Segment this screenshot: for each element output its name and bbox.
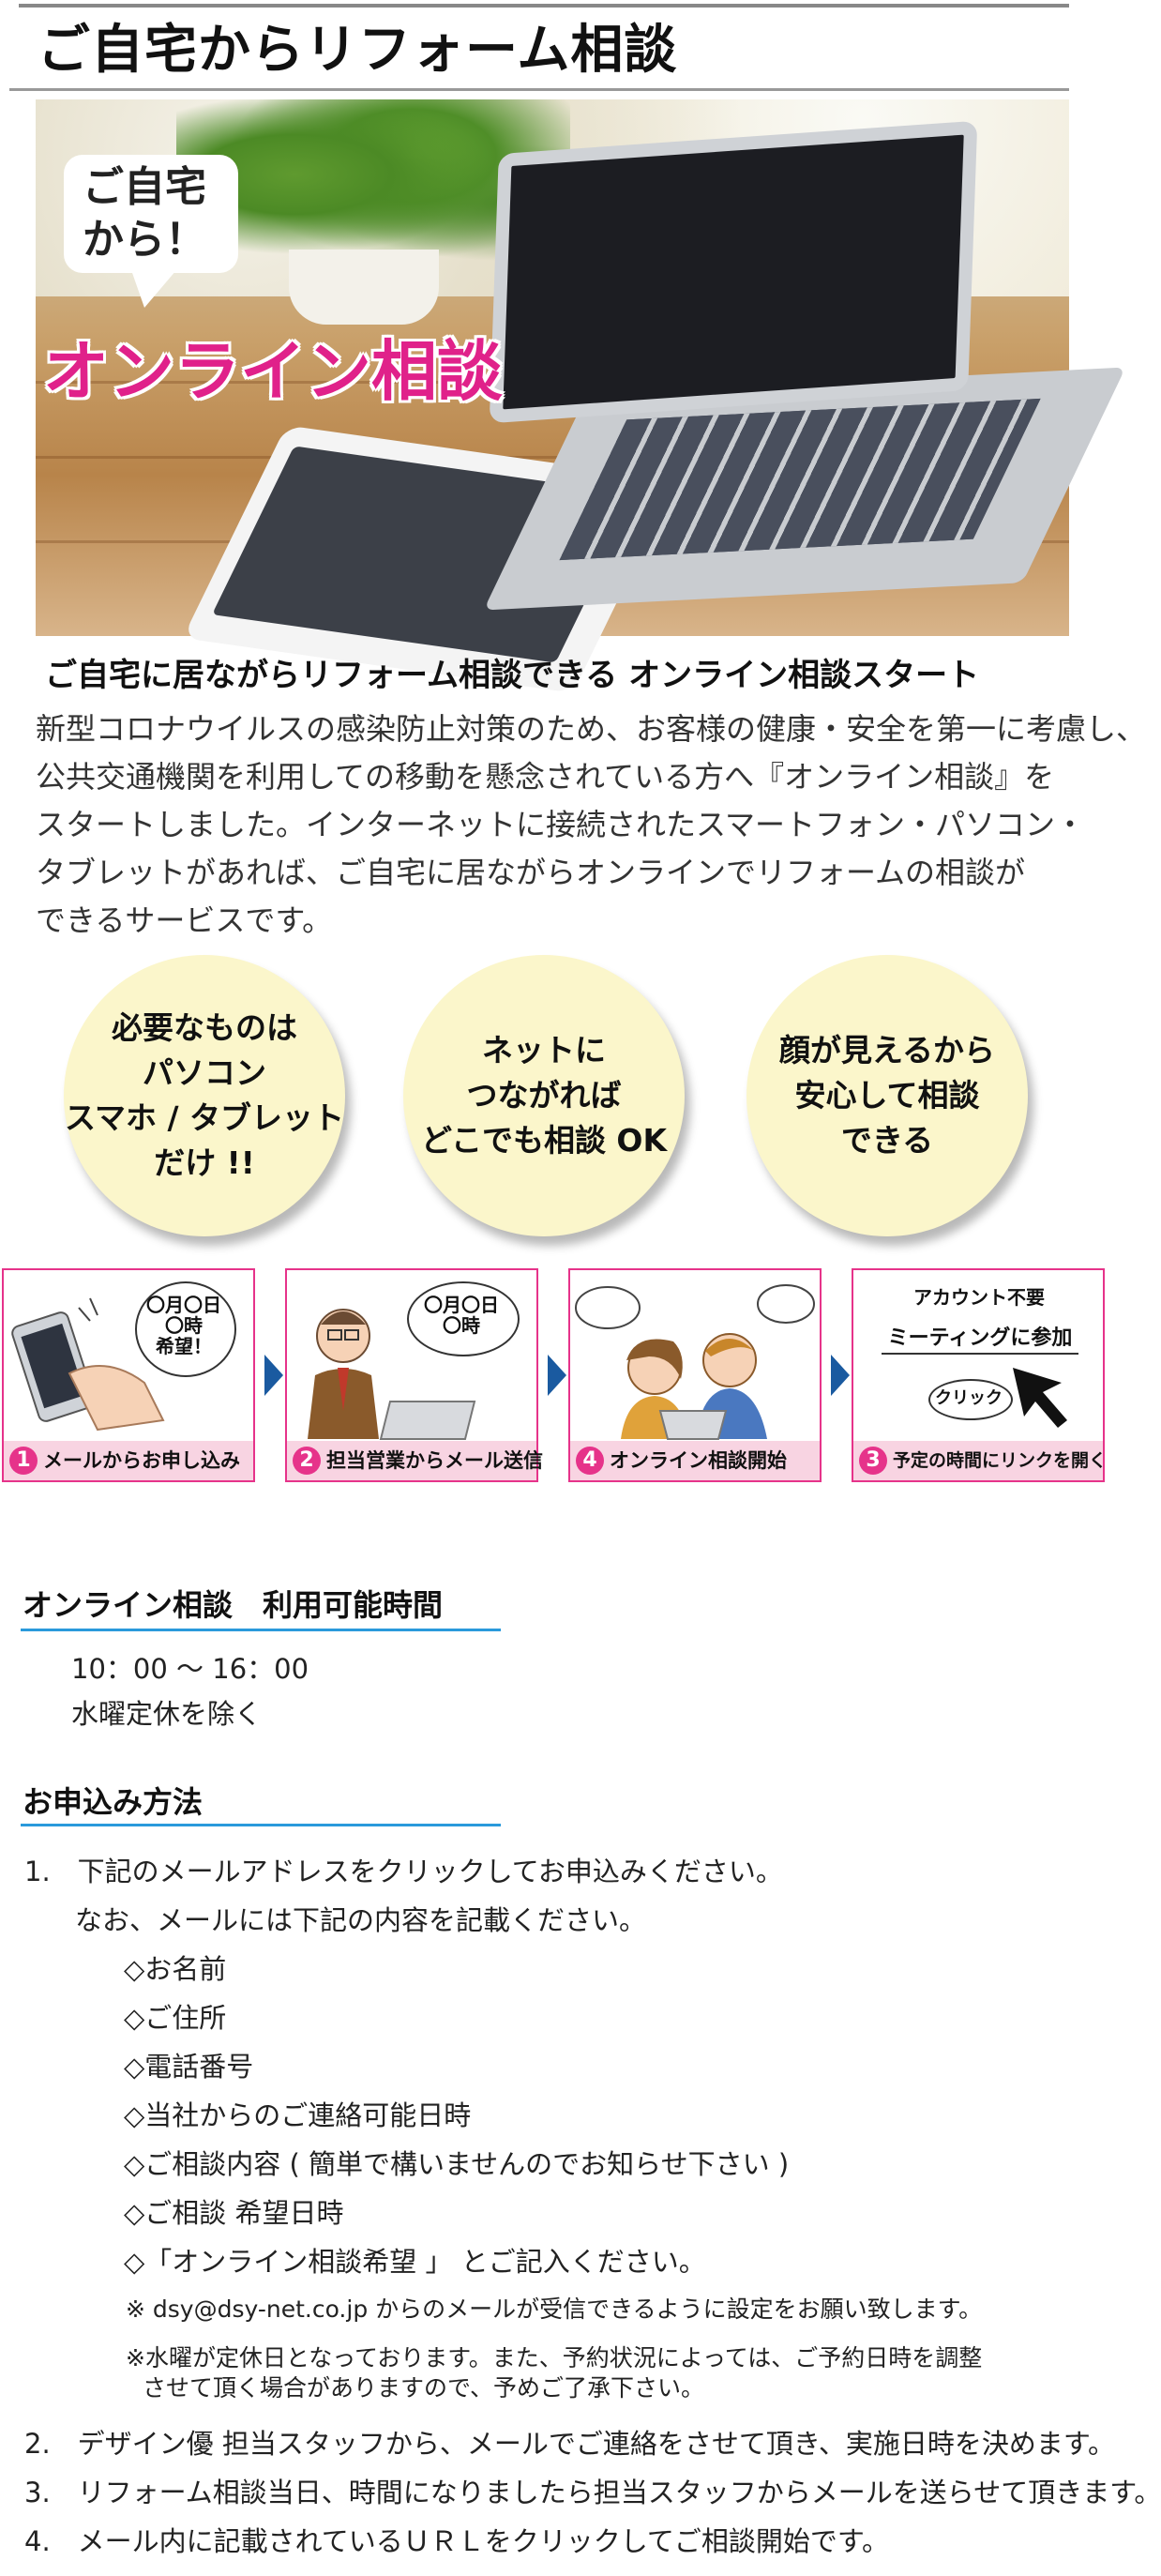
step-number: 2 <box>293 1447 321 1475</box>
field-preferred-date: ◇ご相談 希望日時 <box>124 2197 344 2229</box>
step-label: メールからお申し込み <box>43 1449 240 1472</box>
step-arrow-icon <box>264 1355 283 1396</box>
date-reply-callout <box>407 1281 520 1356</box>
hours-closed-note: 水曜定休を除く <box>71 1698 263 1730</box>
hours-time: 10：00 ～ 16：00 <box>71 1653 309 1685</box>
field-name: ◇お名前 <box>124 1953 227 1985</box>
step-arrow-icon <box>831 1355 850 1396</box>
join-meeting-link-text: ミーティングに参加 <box>882 1328 1078 1355</box>
couple-laptop-icon <box>575 1284 815 1440</box>
apply-step-2: 2. デザイン優 担当スタッフから、メールでご連絡をさせて頂き、実施日時を決めま… <box>24 2428 1115 2460</box>
field-phone: ◇電話番号 <box>124 2051 254 2083</box>
wednesday-note-line1: ※水曜が定休日となっております。また、予約状況によっては、ご予約日時を調整 <box>126 2344 983 2371</box>
speech-bubble <box>64 155 238 273</box>
step-number: 3 <box>859 1447 887 1475</box>
hours-heading-underline <box>21 1629 501 1631</box>
step-1-card: 〇月〇日 〇時 希望！ 1 メールからお申し込み <box>2 1268 255 1482</box>
step-label: オンライン相談開始 <box>610 1449 787 1472</box>
hours-heading: オンライン相談 利用可能時間 <box>23 1587 444 1623</box>
salesperson-icon <box>308 1309 476 1440</box>
feature-circle-anywhere: ネットに つながれば どこでも相談 OK <box>403 955 685 1236</box>
field-consult-content: ◇ご相談内容 ( 簡単で構いませんのでお知らせ下さい ) <box>124 2148 790 2180</box>
field-address: ◇ご住所 <box>124 2002 227 2034</box>
apply-step-1-note: なお、メールには下記の内容を記載ください。 <box>75 1904 647 1936</box>
step-2-card: 〇月〇日 〇時 2 担当営業からメール送信 <box>285 1268 543 1482</box>
step-number: 4 <box>576 1447 604 1475</box>
apply-heading: お申込み方法 <box>23 1784 204 1820</box>
click-ellipse <box>928 1379 1013 1420</box>
mail-setting-note: ※ dsy@dsy-net.co.jp からのメールが受信できるように設定をお願… <box>126 2296 983 2323</box>
field-contact-time: ◇当社からのご連絡可能日時 <box>124 2099 472 2131</box>
cursor-arrow-icon <box>1013 1368 1067 1428</box>
phone-hand-icon <box>11 1297 165 1432</box>
feature-circle-face: 顔が見えるから 安心して相談 できる <box>746 955 1028 1236</box>
apply-heading-underline <box>21 1824 501 1826</box>
header-bottom-rule <box>9 88 1069 91</box>
page-title: ご自宅からリフォーム相談 <box>38 20 678 81</box>
step-arrow-icon <box>548 1355 566 1396</box>
step-3-card: アカウント不要 ミーティングに参加 クリック 3 予定の時間にリンクを開く <box>852 1268 1108 1482</box>
step-label: 担当営業からメール送信 <box>326 1449 543 1472</box>
wednesday-note-line2: させて頂く場合がありますので、予めご了承下さい。 <box>143 2374 705 2402</box>
step-label: 予定の時間にリンクを開く <box>893 1450 1108 1471</box>
speech-bubble-text: ご自宅 から！ <box>83 163 206 264</box>
apply-step-3: 3. リフォーム相談当日、時間になりましたら担当スタッフからメールを送らせて頂き… <box>24 2477 1161 2508</box>
field-online-request: ◇「オンライン相談希望 」 とご記入ください。 <box>124 2246 706 2278</box>
intro-paragraph: 新型コロナウイルスの感染防止対策のため、お客様の健康・安全を第一に考慮し、 公共… <box>36 711 1147 938</box>
no-account-note: アカウント不要 <box>913 1286 1045 1309</box>
apply-step-4: 4. メール内に記載されているＵＲＬをクリックしてご相談開始です。 <box>24 2525 890 2557</box>
date-request-callout <box>135 1281 236 1377</box>
apply-step-1: 1. 下記のメールアドレスをクリックしてお申込みください。 <box>24 1856 783 1887</box>
hero-title: オンライン相談 <box>43 333 503 410</box>
feature-circle-devices: 必要なものは パソコン スマホ / タブレット だけ !! <box>64 955 345 1236</box>
step-number: 1 <box>9 1447 38 1475</box>
subheading: ご自宅に居ながらリフォーム相談できる オンライン相談スタート <box>45 657 980 694</box>
header-top-rule <box>19 4 1069 8</box>
step-4-card: 4 オンライン相談開始 <box>568 1268 822 1482</box>
